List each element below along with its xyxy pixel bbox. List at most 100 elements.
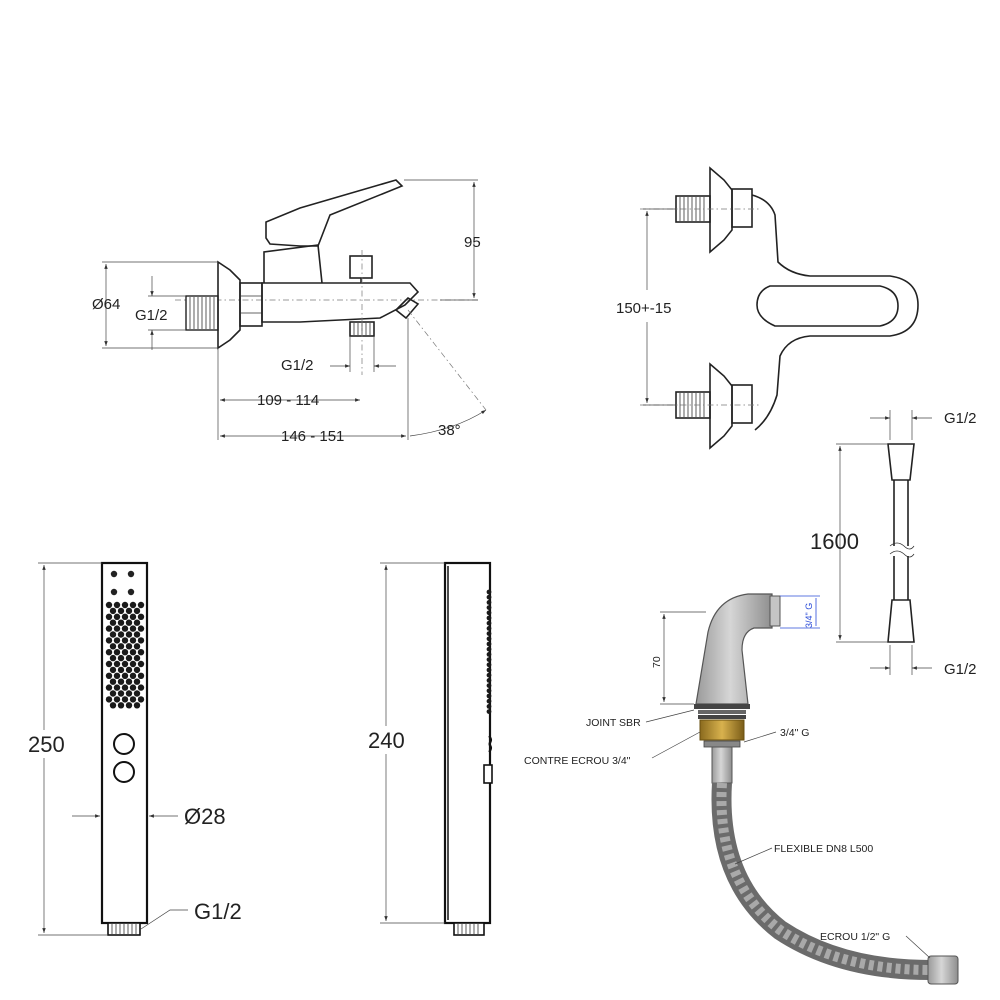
side-length-label: 240 — [368, 728, 405, 753]
side-nozzle-dot — [486, 610, 492, 616]
nozzle-dot — [109, 702, 117, 709]
side-button-bump — [488, 735, 492, 745]
hand-shower-diameter-label: Ø28 — [184, 804, 226, 829]
nozzle-dot — [137, 684, 145, 691]
flexible-label: FLEXIBLE DN8 L500 — [774, 843, 873, 855]
nozzle-dot — [133, 702, 141, 709]
side-nozzle-profile — [486, 589, 492, 753]
nozzle-dot — [125, 643, 133, 650]
nozzle-dot — [137, 649, 145, 656]
diameter-label: Ø64 — [92, 296, 120, 313]
spout-detail: 70 3/4" G JOINT SBR CONTRE ECROU 3/4" 3/… — [524, 593, 959, 985]
side-nozzle-dot — [486, 615, 492, 621]
shower-hose: G1/2 1600 G1/2 — [810, 410, 977, 678]
mixer-front-view: 150+-15 — [616, 166, 919, 450]
nozzle-dot — [121, 601, 129, 609]
nozzle-dot — [113, 637, 121, 644]
side-nozzle-dot — [486, 652, 492, 657]
nozzle-dot — [129, 637, 137, 644]
side-nozzle-dot — [486, 589, 492, 595]
nozzle-dot — [105, 649, 113, 656]
nozzle-dot — [137, 637, 145, 644]
nozzle-dot — [137, 625, 145, 632]
nozzle-dot — [133, 666, 141, 674]
hand-shower-side-view: 240 — [368, 561, 493, 936]
nozzle-dot — [105, 625, 113, 632]
nozzle-dot — [129, 696, 137, 703]
side-nozzle-dot — [486, 678, 492, 683]
nozzle-dot — [117, 643, 125, 650]
nozzle-dot — [133, 678, 141, 685]
nozzle-dot — [117, 702, 125, 709]
nozzle-dot — [113, 613, 121, 620]
nozzle-dot — [133, 631, 141, 638]
side-nozzle-dot — [486, 641, 492, 647]
nozzle-dot — [133, 654, 141, 662]
nozzle-dot — [109, 607, 117, 615]
nozzle-dot — [129, 601, 137, 609]
nozzle-dot — [125, 607, 133, 615]
side-nozzle-dot — [486, 626, 492, 631]
nozzle-dot — [121, 649, 129, 656]
nozzle-dot — [117, 607, 125, 615]
nozzle-dot — [137, 613, 145, 620]
hand-shower-thread-label: G1/2 — [194, 899, 242, 924]
nozzle-dot — [105, 672, 113, 679]
height-label: 95 — [464, 234, 481, 251]
mount-thread-label: 3/4" G — [780, 727, 809, 739]
nozzle-dot — [109, 631, 117, 638]
nozzle-dot — [105, 696, 113, 703]
nozzle-dot — [121, 672, 129, 679]
nozzle-dot — [121, 625, 129, 632]
nozzle-dot — [117, 619, 125, 626]
joint-label: JOINT SBR — [586, 717, 641, 729]
spout-thread-label: 3/4" G — [804, 603, 814, 628]
hose-top-thread-label: G1/2 — [944, 410, 977, 427]
nozzle-grid — [105, 601, 145, 709]
nut-label: CONTRE ECROU 3/4" — [524, 755, 631, 767]
nozzle-dot — [109, 643, 117, 650]
side-nozzle-dot — [486, 605, 492, 610]
nozzle-dot — [109, 654, 117, 662]
hose-bottom-thread-label: G1/2 — [944, 661, 977, 678]
nozzle-dot — [117, 654, 125, 662]
nozzle-dot — [121, 684, 129, 691]
nozzle-dot — [137, 660, 145, 668]
nozzle-dot — [129, 613, 137, 620]
side-nozzle-dot — [486, 636, 492, 642]
nozzle-dot — [133, 643, 141, 650]
nozzle-dot — [125, 702, 133, 709]
nozzle-dot — [113, 601, 121, 609]
length-2-label: 146 - 151 — [281, 428, 344, 445]
side-nozzle-dot — [486, 667, 492, 673]
nozzle-dot — [113, 660, 121, 668]
nozzle-dot — [137, 672, 145, 679]
nozzle-dot — [117, 631, 125, 638]
hose-length-label: 1600 — [810, 529, 859, 554]
nozzle-dot — [125, 678, 133, 685]
nozzle-dot — [117, 678, 125, 685]
side-nozzle-dot — [486, 704, 492, 709]
end-nut-label: ECROU 1/2" G — [820, 931, 890, 943]
angle-label: 38° — [438, 422, 461, 439]
mixer-side-view: 95 Ø64 G1/2 G1/2 109 - 114 146 - 151 38° — [92, 179, 487, 445]
nozzle-dot — [133, 619, 141, 626]
side-nozzle-dot — [486, 594, 492, 600]
nozzle-dot — [137, 601, 145, 609]
nozzle-dot — [113, 696, 121, 703]
side-button-bump — [488, 743, 492, 753]
side-nozzle-dot — [486, 683, 492, 688]
inlet-thread-label: G1/2 — [135, 307, 168, 324]
side-nozzle-dot — [486, 698, 492, 704]
nozzle-dot — [125, 666, 133, 674]
nozzle-dot — [137, 696, 145, 703]
nozzle-dot — [125, 654, 133, 662]
nozzle-dot — [125, 690, 133, 697]
outlet-thread-label: G1/2 — [281, 357, 314, 374]
spray-button-2 — [113, 761, 135, 783]
nozzle-dot — [109, 619, 117, 626]
nozzle-dot — [113, 684, 121, 691]
nozzle-dot — [105, 601, 113, 609]
side-nozzle-dot — [486, 631, 492, 636]
